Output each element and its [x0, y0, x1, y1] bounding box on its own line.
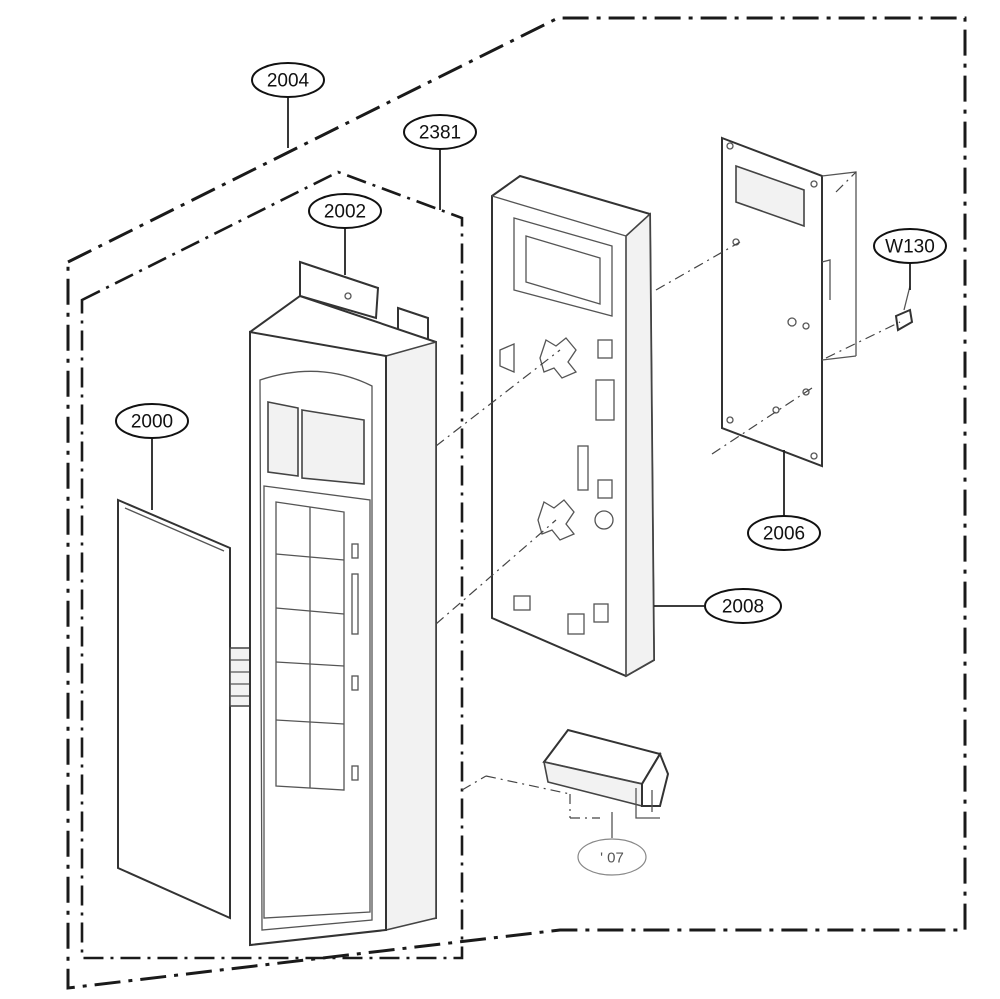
callout-label-2381: 2381 [419, 123, 461, 144]
callout-w130: W130 [873, 228, 947, 264]
callout-label-2006: 2006 [763, 524, 805, 545]
callout-label-2002: 2002 [324, 202, 366, 223]
callout-2006: 2006 [747, 515, 821, 551]
callout-2008: 2008 [704, 588, 782, 624]
callout-label-2004: 2004 [267, 71, 310, 92]
assembly-lines [435, 171, 901, 819]
callout-2381: 2381 [403, 114, 477, 150]
part-2008-bracket [491, 174, 656, 678]
callout-2004: 2004 [251, 62, 325, 98]
clip-lower [537, 499, 576, 541]
keypad-grid [275, 501, 345, 791]
callout-2000: 2000 [115, 403, 189, 439]
callout-07: ' 07 [577, 838, 647, 876]
callout-label-2008: 2008 [722, 597, 764, 618]
part-2006-pcb [721, 136, 857, 468]
part-2002-front-panel [249, 260, 437, 947]
clip-upper [539, 337, 578, 379]
callout-label-w130: W130 [885, 237, 935, 258]
screw-w130 [894, 285, 914, 332]
part-07-clip [542, 728, 670, 819]
callout-label-2000: 2000 [131, 412, 173, 433]
assembly-boundary-2004 [66, 16, 967, 990]
assembly-boundary-2381 [80, 170, 464, 960]
callout-label-07: ' 07 [600, 850, 624, 867]
callout-2002: 2002 [308, 193, 382, 229]
